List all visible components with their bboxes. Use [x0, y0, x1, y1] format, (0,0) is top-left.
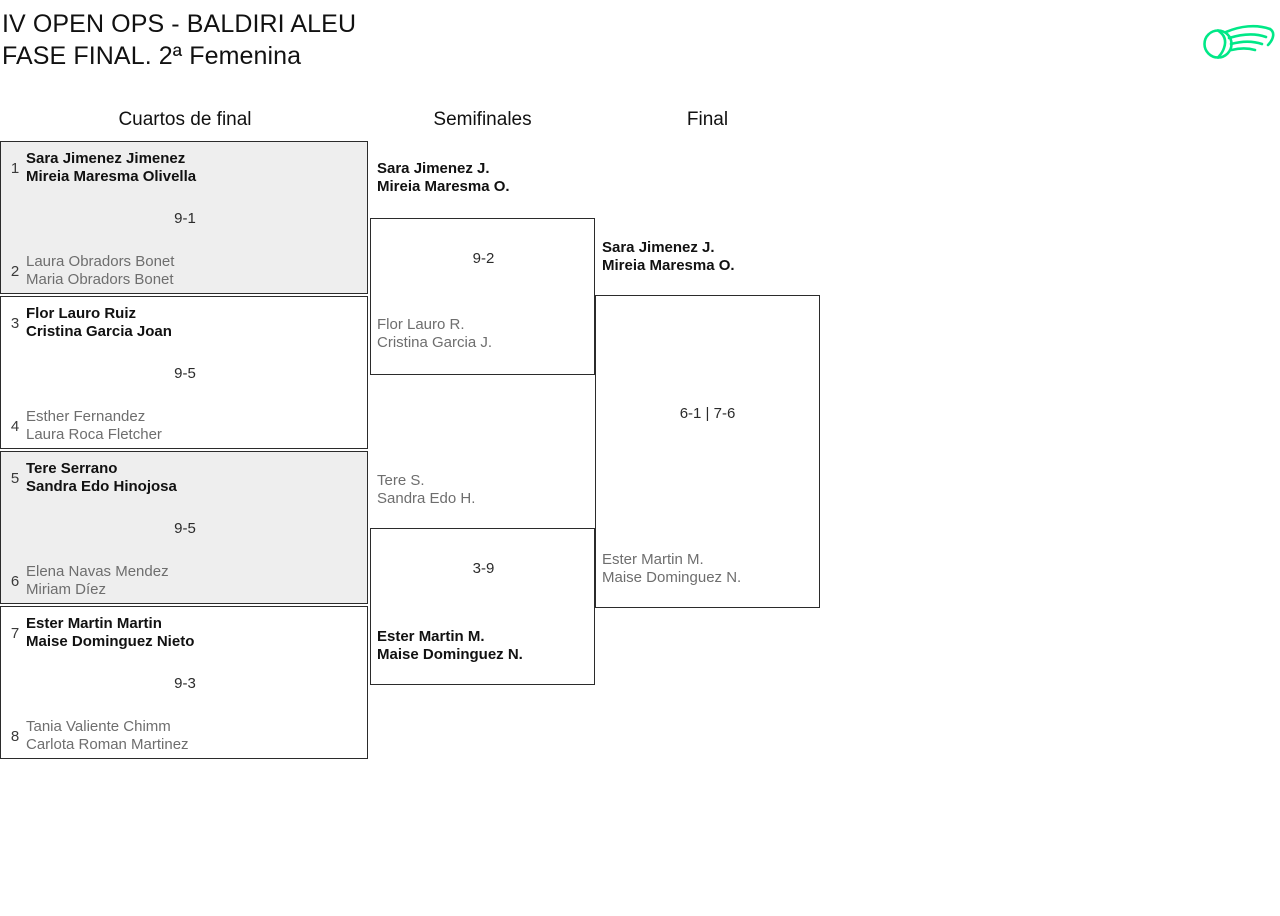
title-line-2: FASE FINAL. 2ª Femenina [2, 42, 302, 70]
team-name: Sara Jimenez J. Mireia Maresma O. [377, 160, 510, 195]
seed-number: 4 [10, 418, 20, 435]
match-score: 6-1 | 7-6 [679, 405, 736, 422]
match-score: 3-9 [472, 560, 495, 577]
quarterfinal-match-4[interactable]: 7 Ester Martin Martin Maise Dominguez Ni… [0, 606, 368, 759]
seed-number: 8 [10, 728, 20, 745]
semifinal-match-2[interactable]: 3-9 [370, 528, 595, 685]
match-score: 9-3 [174, 675, 196, 692]
seed-number: 1 [10, 160, 20, 177]
team-name: Tere Serrano Sandra Edo Hinojosa [26, 460, 177, 495]
match-score: 9-2 [472, 250, 495, 267]
quarterfinal-match-1[interactable]: 1 Sara Jimenez Jimenez Mireia Maresma Ol… [0, 141, 368, 294]
seed-number: 3 [10, 315, 20, 332]
team-name: Tere S. Sandra Edo H. [377, 472, 476, 507]
team-name: Ester Martin M. Maise Dominguez N. [602, 551, 742, 586]
seed-number: 7 [10, 625, 20, 642]
team-name: Laura Obradors Bonet Maria Obradors Bone… [26, 253, 175, 288]
quarterfinal-match-3[interactable]: 5 Tere Serrano Sandra Edo Hinojosa 9-5 6… [0, 451, 368, 604]
title-line-1: IV OPEN OPS - BALDIRI ALEU [2, 10, 357, 38]
team-name: Sara Jimenez Jimenez Mireia Maresma Oliv… [26, 150, 197, 185]
final-match[interactable] [595, 295, 820, 608]
quarterfinal-match-2[interactable]: 3 Flor Lauro Ruiz Cristina Garcia Joan 9… [0, 296, 368, 449]
seed-number: 2 [10, 263, 20, 280]
team-name: Flor Lauro R. Cristina Garcia J. [377, 316, 493, 351]
team-name: Esther Fernandez Laura Roca Fletcher [26, 408, 162, 443]
match-score: 9-5 [174, 520, 196, 537]
tournament-title: IV OPEN OPS - BALDIRI ALEU FASE FINAL. 2… [2, 8, 356, 72]
column-header-final: Final [686, 109, 729, 130]
team-name: Ester Martin Martin Maise Dominguez Niet… [26, 615, 195, 650]
team-name: Tania Valiente Chimm Carlota Roman Marti… [26, 718, 189, 753]
seed-number: 5 [10, 470, 20, 487]
team-name: Ester Martin M. Maise Dominguez N. [377, 628, 523, 663]
seed-number: 6 [10, 573, 20, 590]
column-header-semifinals: Semifinales [433, 109, 532, 130]
team-name: Flor Lauro Ruiz Cristina Garcia Joan [26, 305, 172, 340]
team-name: Elena Navas Mendez Miriam Díez [26, 563, 169, 598]
page-header: IV OPEN OPS - BALDIRI ALEU FASE FINAL. 2… [0, 0, 1280, 90]
match-score: 9-5 [174, 365, 196, 382]
tennis-ball-swoosh-logo [1196, 14, 1280, 70]
column-header-quarterfinals: Cuartos de final [118, 109, 252, 130]
match-score: 9-1 [174, 210, 196, 227]
semifinal-match-1[interactable]: 9-2 [370, 218, 595, 375]
team-name: Sara Jimenez J. Mireia Maresma O. [602, 239, 735, 274]
